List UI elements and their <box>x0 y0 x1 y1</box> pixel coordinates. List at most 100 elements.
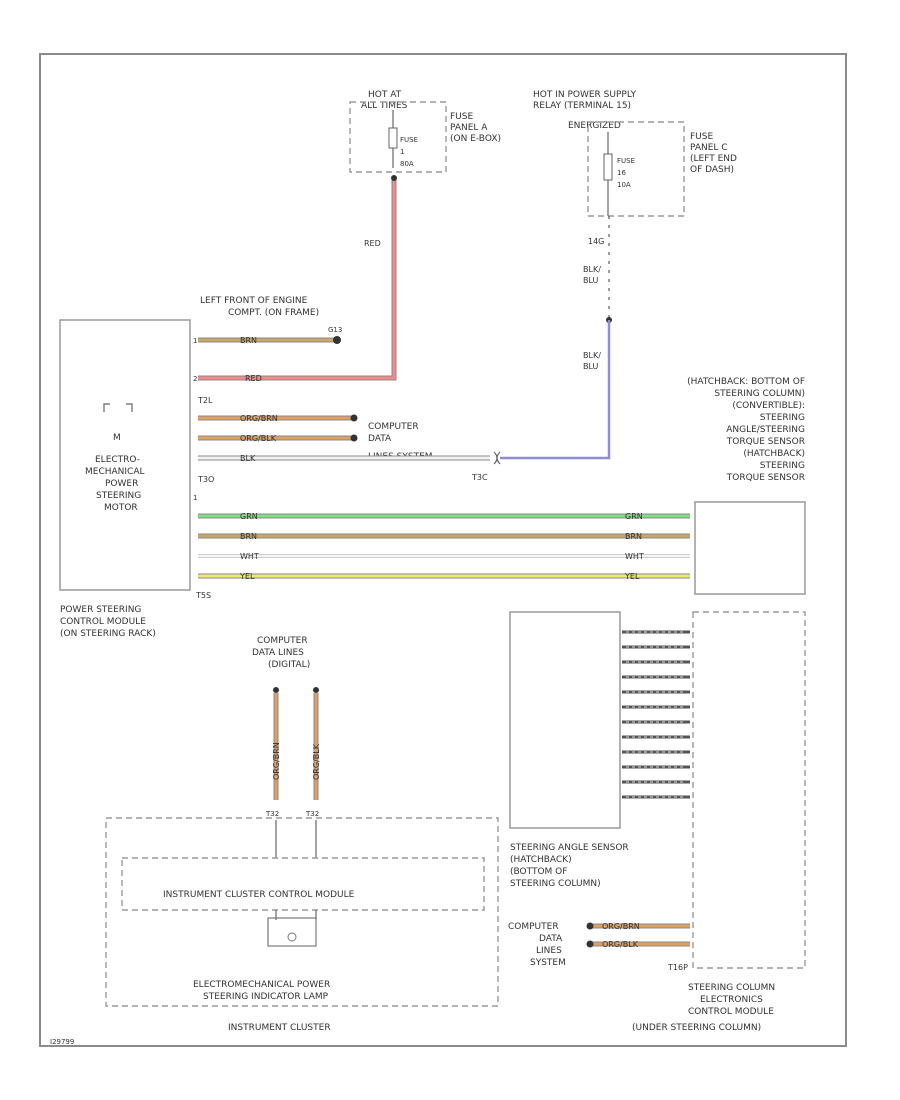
power-steering-control-module: M ELECTRO- MECHANICAL POWER STEERING MOT… <box>59 319 191 639</box>
torque-desc-7: (HATCHBACK) <box>743 449 805 459</box>
ground-label-2: COMPT. (ON FRAME) <box>228 308 319 318</box>
sccm-label-4: (UNDER STEERING COLUMN) <box>632 1023 761 1033</box>
ground-label-1: LEFT FRONT OF ENGINE <box>200 296 308 306</box>
fuse-panel-a: HOT AT ALL TIMES FUSE 1 80A FUSE PANEL A… <box>349 90 501 173</box>
sccm-label-1: STEERING COLUMN <box>688 983 775 993</box>
fuse-c-panel-2: PANEL C <box>690 143 728 153</box>
connector-t5s: T5S <box>195 591 211 600</box>
ic-control-module-label: INSTRUMENT CLUSTER CONTROL MODULE <box>163 890 355 900</box>
fuse-a-source-1: HOT AT <box>368 90 402 100</box>
wire-grn-label-left: GRN <box>240 512 258 521</box>
wire-blk-label: BLK <box>240 454 256 463</box>
comp-data-lines-2b: DATA LINES <box>252 648 304 658</box>
svg-text:2: 2 <box>193 375 197 383</box>
motor-label-2: MECHANICAL <box>85 467 145 477</box>
fuse-c-panel-1: FUSE <box>690 132 713 142</box>
splice-label: 14G <box>588 237 604 246</box>
fuse-c-panel-3: (LEFT END <box>690 154 737 164</box>
wire-yel-label-right: YEL <box>624 572 640 581</box>
motor-label-4: STEERING <box>96 491 141 501</box>
wire-blk-blu-label-2a: BLK/ <box>583 351 601 360</box>
wire-brn-label-right: BRN <box>625 532 642 541</box>
angle-sensor-label-4: STEERING COLUMN) <box>510 879 601 889</box>
diagram-frame <box>39 53 847 1047</box>
motor-label-5: MOTOR <box>104 503 138 513</box>
fuse-c-source-3: ENERGIZED <box>568 121 621 131</box>
wire-org-brn-label-3: ORG/BRN <box>272 742 281 780</box>
wire-brn-ground-label: BRN <box>240 336 257 345</box>
fuse-a-rating: 80A <box>400 160 414 168</box>
wire-red-label: RED <box>364 239 381 248</box>
fuse-a-panel-1: FUSE <box>450 112 473 122</box>
wire-org-blk-label: ORG/BLK <box>240 434 277 443</box>
wire-org-brn-label: ORG/BRN <box>240 414 278 423</box>
fuse-a-label: FUSE <box>400 136 418 144</box>
torque-desc-3: (CONVERTIBLE): <box>732 401 805 411</box>
comp-data-lines-3c: LINES <box>536 946 562 956</box>
ps-module-label-3: (ON STEERING RACK) <box>60 629 156 639</box>
wire-grn-label-right: GRN <box>625 512 643 521</box>
comp-data-lines-2c: (DIGITAL) <box>268 660 310 670</box>
svg-text:1: 1 <box>193 337 197 345</box>
fuse-panel-c: HOT IN POWER SUPPLY RELAY (TERMINAL 15) … <box>533 90 737 217</box>
comp-data-lines-1b: DATA <box>368 434 392 444</box>
fuse-a-panel-3: (ON E-BOX) <box>450 134 501 144</box>
fuse-c-label: FUSE <box>617 157 635 165</box>
wire-org-blk-label-3: ORG/BLK <box>312 743 321 780</box>
diagram-id: I29799 <box>50 1038 74 1046</box>
torque-desc-1: (HATCHBACK: BOTTOM OF <box>687 377 805 387</box>
wire-blk-blu-label-2b: BLU <box>583 362 599 371</box>
connector-t-a: T32 <box>265 810 279 818</box>
fuse-c-panel-4: OF DASH) <box>690 165 734 175</box>
connector-t2l: T2L <box>197 396 213 405</box>
wire-wht-label-right: WHT <box>625 552 644 561</box>
angle-sensor-label-1: STEERING ANGLE SENSOR <box>510 843 629 853</box>
wire-blk-blu-label-1a: BLK/ <box>583 265 601 274</box>
wire-org-brn-label-2: ORG/BRN <box>602 922 640 931</box>
wire-org-blk-label-2: ORG/BLK <box>602 940 639 949</box>
t2l-data-lines: T2L ORG/BRN ORG/BLK COMPUTER DATA LINES … <box>197 396 490 484</box>
fuse-a-number: 1 <box>400 148 404 156</box>
torque-desc-8: STEERING <box>760 461 805 471</box>
torque-desc-2: STEERING COLUMN) <box>714 389 805 399</box>
motor-label-3: POWER <box>105 479 138 489</box>
svg-text:1: 1 <box>193 494 197 502</box>
wire-red: RED RED <box>198 175 397 383</box>
instrument-cluster: INSTRUMENT CLUSTER CONTROL MODULE ELECTR… <box>105 817 499 1033</box>
wire-blk-blu: 14G BLK/ BLU BLK/ BLU T3C <box>471 216 612 482</box>
connector-t3o: T3O <box>197 475 214 484</box>
torque-sensor-harness: 1 GRN GRN BRN BRN WHT WHT YEL YEL T5S <box>193 494 690 600</box>
wire-blk-blu-label-1b: BLU <box>583 276 599 285</box>
fuse-c-source-2: RELAY (TERMINAL 15) <box>533 101 631 111</box>
torque-desc-6: TORQUE SENSOR <box>726 437 805 447</box>
fuse-a-source-2: ALL TIMES <box>361 101 408 111</box>
ground-id: G13 <box>328 326 342 334</box>
wire-yel-label-left: YEL <box>239 572 255 581</box>
instrument-cluster-label: INSTRUMENT CLUSTER <box>228 1023 331 1033</box>
steering-angle-sensor: STEERING ANGLE SENSOR (HATCHBACK) (BOTTO… <box>509 611 690 889</box>
comp-data-lines-3d: SYSTEM <box>530 958 566 968</box>
torque-desc-5: ANGLE/STEERING <box>726 425 805 435</box>
ps-module-label-1: POWER STEERING <box>60 605 141 615</box>
steering-torque-sensor: (HATCHBACK: BOTTOM OF STEERING COLUMN) (… <box>687 377 806 595</box>
torque-desc-4: STEERING <box>760 413 805 423</box>
steering-column-electronics-module: T16P STEERING COLUMN ELECTRONICS CONTROL… <box>508 611 806 1033</box>
motor-symbol: M <box>113 433 121 443</box>
fuse-a-panel-2: PANEL A <box>450 123 488 133</box>
fuse-c-rating: 10A <box>617 181 631 189</box>
fuse-c-source-1: HOT IN POWER SUPPLY <box>533 90 637 100</box>
comp-data-lines-3b: DATA <box>539 934 563 944</box>
motor-label-1: ELECTRO- <box>95 455 140 465</box>
angle-sensor-leads <box>622 630 690 799</box>
ps-module-label-2: CONTROL MODULE <box>60 617 146 627</box>
sccm-label-2: ELECTRONICS <box>700 995 763 1005</box>
connector-t16p: T16P <box>667 963 688 972</box>
ic-warning-label-1: ELECTROMECHANICAL POWER <box>193 980 330 990</box>
wire-wht-label-left: WHT <box>240 552 259 561</box>
ic-warning-label-2: STEERING INDICATOR LAMP <box>203 992 329 1002</box>
instrument-cluster-data-lines: COMPUTER DATA LINES (DIGITAL) ORG/BRN OR… <box>252 636 321 858</box>
connector-t3c: T3C <box>471 473 488 482</box>
comp-data-lines-1a: COMPUTER <box>368 422 419 432</box>
comp-data-lines-3a: COMPUTER <box>508 922 559 932</box>
